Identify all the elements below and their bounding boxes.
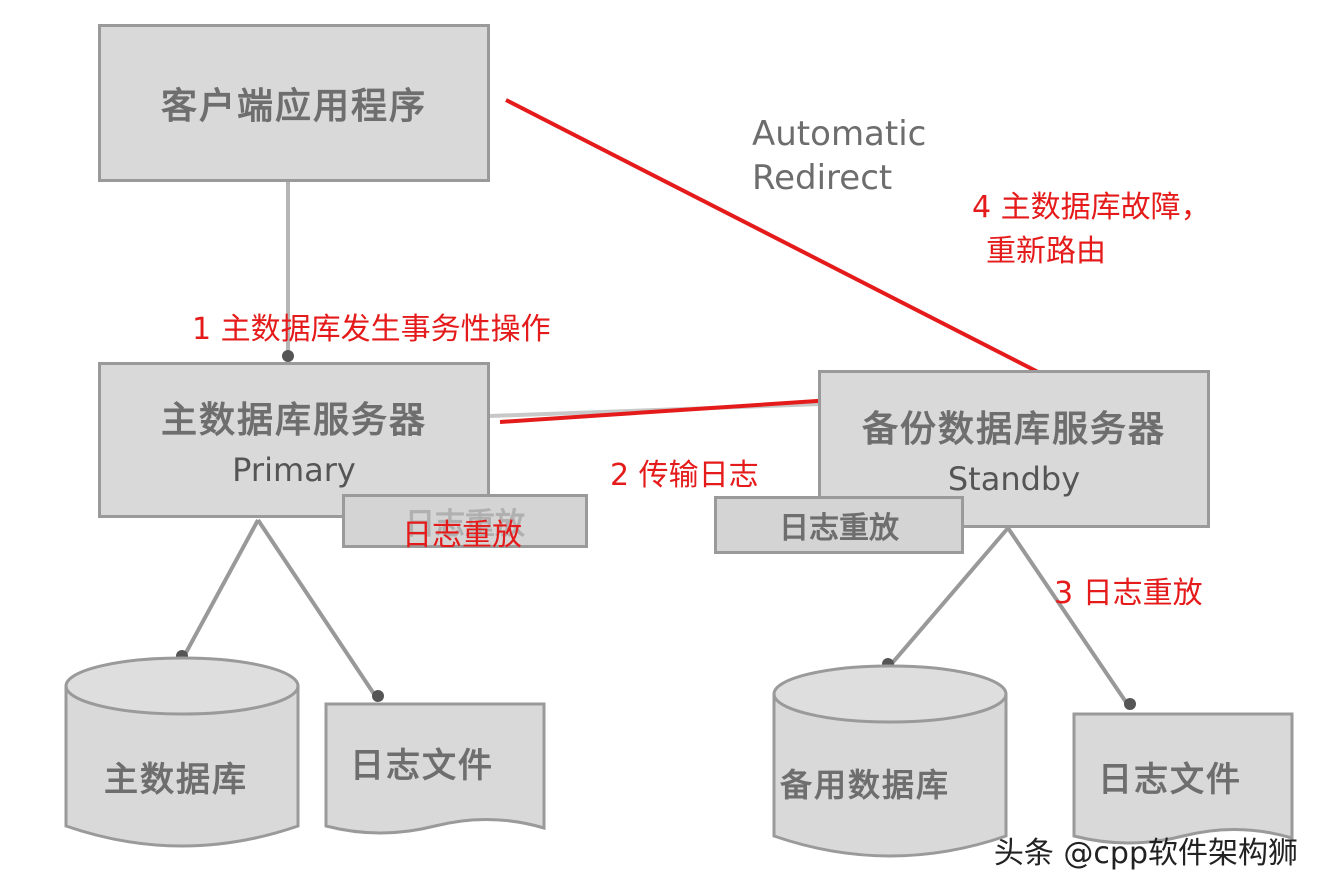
step4-annotation-line2: 重新路由 <box>986 234 1106 269</box>
standby-to-log-line <box>1006 526 1132 710</box>
primary-log-label: 日志文件 <box>350 746 494 786</box>
transfer-red-line <box>499 398 833 424</box>
client-app-box: 客户端应用程序 <box>98 24 490 182</box>
standby-replay-label: 日志重放 <box>779 511 899 546</box>
standby-log-label: 日志文件 <box>1098 760 1242 800</box>
step3-annotation: 3 日志重放 <box>1054 576 1203 611</box>
watermark: 头条 @cpp软件架构狮 <box>993 836 1298 871</box>
standby-db-cylinder <box>772 664 1008 858</box>
primary-server-box: 主数据库服务器 Primary <box>98 362 490 518</box>
standby-to-db-line <box>886 526 1010 670</box>
primary-log-doc <box>324 702 546 835</box>
standby-server-label: 备份数据库服务器 <box>861 408 1166 450</box>
redirect-red-line <box>505 98 1039 374</box>
primary-role-label: Primary <box>232 451 356 489</box>
primary-server-label: 主数据库服务器 <box>160 399 427 441</box>
client-app-label: 客户端应用程序 <box>160 85 427 127</box>
standby-role-label: Standby <box>947 460 1081 498</box>
auto-redirect-line2: Redirect <box>752 158 893 199</box>
primary-to-db-line <box>180 519 260 661</box>
step4-annotation-line1: 4 主数据库故障， <box>972 190 1211 225</box>
auto-redirect-line1: Automatic <box>752 114 927 154</box>
primary-to-log-line <box>256 518 380 702</box>
step1-annotation: 1 主数据库发生事务性操作 <box>192 312 551 347</box>
auto-redirect-label: Automatic Redirect <box>752 112 926 200</box>
replay-overlay-annotation: 日志重放 <box>402 518 522 553</box>
primary-db-label: 主数据库 <box>104 760 248 800</box>
standby-log-doc <box>1072 712 1294 845</box>
step2-annotation: 2 传输日志 <box>610 458 759 493</box>
standby-replay-box: 日志重放 <box>714 496 964 554</box>
primary-db-cylinder <box>64 656 300 848</box>
standby-db-label: 备用数据库 <box>780 766 951 804</box>
primary-replay-label: 日志重放 <box>405 507 525 542</box>
primary-replay-box: 日志重放 <box>342 494 588 548</box>
